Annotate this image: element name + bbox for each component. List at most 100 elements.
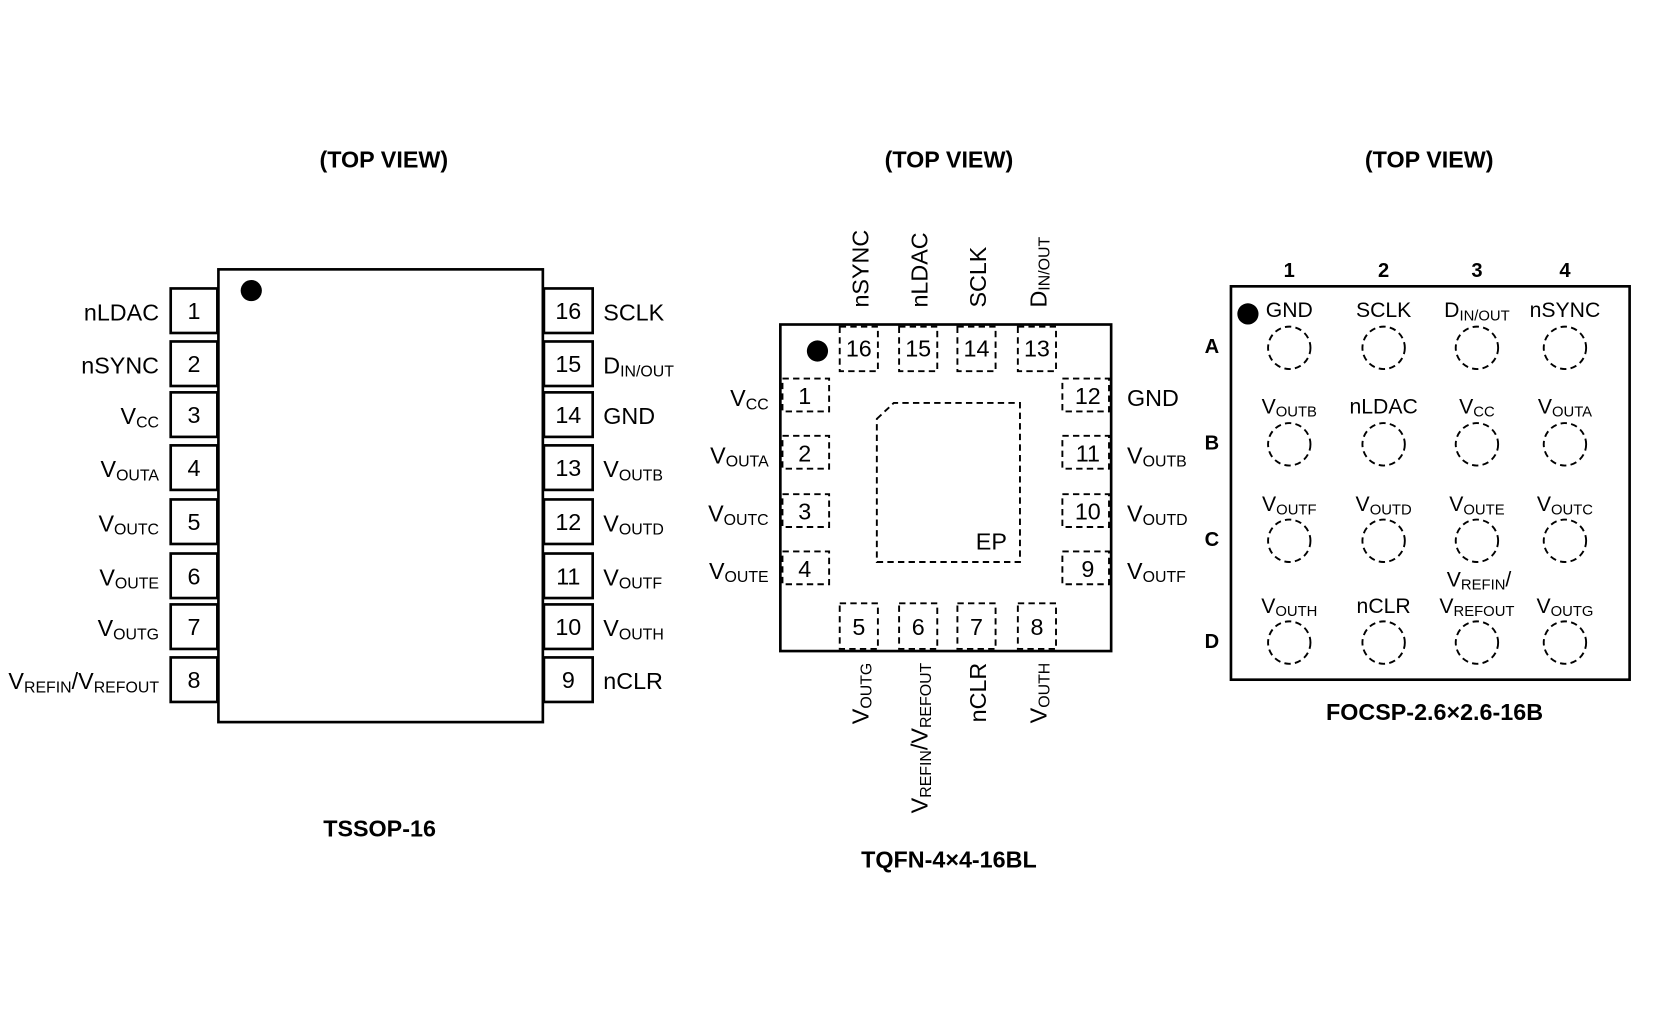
ball-name: nLDAC xyxy=(1349,396,1417,419)
pin-box xyxy=(542,603,595,651)
pad xyxy=(838,325,879,373)
pad xyxy=(1061,493,1110,528)
ball-name: VOUTD xyxy=(1356,493,1412,518)
ball-C4: VOUTC xyxy=(1537,493,1593,563)
pin-name-subscript: OUTG xyxy=(1551,604,1594,620)
tssop-package: (TOP VIEW) 1nLDAC2nSYNC3VCC4VOUTA5VOUTC6… xyxy=(8,147,674,842)
pin-number: 3 xyxy=(188,402,201,428)
pin-number: 7 xyxy=(188,614,201,640)
pin-box xyxy=(542,340,595,388)
pin-name-text: nLDAC xyxy=(907,232,933,307)
ball xyxy=(1454,518,1500,563)
pin-name-subscript: CC xyxy=(746,396,769,413)
pin-number: 3 xyxy=(798,499,811,525)
pad xyxy=(898,325,939,373)
tqfn-package-name: TQFN-4×4-16BL xyxy=(861,846,1037,872)
pin-name-text: V xyxy=(1127,501,1143,527)
tqfn-view-label: (TOP VIEW) xyxy=(885,147,1014,173)
pin-name-subscript: REFOUT xyxy=(94,679,160,696)
pin-name-subscript: OUTF xyxy=(619,576,663,593)
pin-name-text: V xyxy=(709,558,725,584)
ball xyxy=(1361,620,1406,665)
pin-name-text: nSYNC xyxy=(1530,299,1601,322)
pin-number: 15 xyxy=(905,335,931,361)
pin-box xyxy=(169,552,219,600)
ball-A1: GND xyxy=(1266,299,1313,370)
pin-number: 9 xyxy=(562,667,575,693)
pin-name-subscript: OUTE xyxy=(725,569,769,586)
pin-name: VOUTG xyxy=(847,663,875,724)
pin1-dot-icon xyxy=(806,340,829,362)
pin-name-subscript: OUTB xyxy=(1143,454,1187,471)
pin-name: SCLK xyxy=(965,246,991,307)
pad xyxy=(1016,325,1057,373)
exposed-pad xyxy=(875,402,1021,563)
pin-name-subscript: OUTD xyxy=(619,521,664,538)
pin-name: VOUTB xyxy=(603,456,663,484)
pin-name: VOUTC xyxy=(708,501,769,529)
pin-number: 1 xyxy=(798,383,811,409)
pin-box xyxy=(169,498,219,546)
pin-name: DIN/OUT xyxy=(603,352,674,380)
pin-name-text: nSYNC xyxy=(847,230,873,308)
pin-name-text: SCLK xyxy=(1356,299,1411,322)
pin-name-subscript: OUTF xyxy=(1143,569,1187,586)
pad xyxy=(1061,377,1110,413)
ball xyxy=(1267,518,1312,563)
pin-number: 6 xyxy=(188,563,201,589)
pin-name-subscript: OUTG xyxy=(113,626,159,643)
pin-box xyxy=(169,287,219,335)
pin-number: 16 xyxy=(555,298,581,324)
pin-name-text: V xyxy=(603,456,619,482)
ball-name: SCLK xyxy=(1356,299,1411,322)
pin-name-text: nCLR xyxy=(603,668,663,694)
focsp-package-name: FOCSP-2.6×2.6-16B xyxy=(1326,699,1543,725)
pin-name: VOUTD xyxy=(603,510,664,538)
pin-name: VOUTF xyxy=(1127,558,1186,586)
pin-name-subscript: OUTH xyxy=(1275,604,1317,620)
pin-name-text: V xyxy=(121,403,137,429)
column-label: 1 xyxy=(1284,260,1295,282)
pin-number: 12 xyxy=(555,509,581,535)
ball-C2: VOUTD xyxy=(1356,493,1412,563)
pad xyxy=(956,325,997,373)
pin-number: 7 xyxy=(970,614,983,640)
pin-name-text: V xyxy=(1538,396,1553,419)
pin-name-subscript: IN/OUT xyxy=(1037,237,1054,291)
tqfn-pin-15: 15 nLDAC xyxy=(898,232,939,373)
pin-name-text: V xyxy=(907,797,933,813)
pin-name-subscript: OUTB xyxy=(1276,405,1317,421)
ball-name: VOUTA xyxy=(1538,396,1592,421)
ball-name: VOUTG xyxy=(1536,595,1593,620)
pin-name-subscript: REFOUT xyxy=(918,662,935,728)
pin-name-text: V xyxy=(708,501,724,527)
pin-name-text: V xyxy=(1449,493,1464,516)
ball xyxy=(1267,422,1312,467)
ball-name: nSYNC xyxy=(1530,299,1601,322)
pin-box xyxy=(169,444,219,492)
ball-name: VOUTB xyxy=(1262,396,1317,421)
pin-name-subscript: OUTD xyxy=(1370,502,1412,518)
pin-name-text: V xyxy=(1262,493,1277,516)
pin-name: VOUTF xyxy=(603,564,662,592)
pin-box xyxy=(542,444,595,492)
pin-box xyxy=(169,603,219,651)
pin-number: 8 xyxy=(1030,614,1043,640)
ball-name: GND xyxy=(1266,299,1313,322)
pin-name-subscript: OUTC xyxy=(114,521,159,538)
pin-name-subscript: OUTE xyxy=(115,576,159,593)
pin-name-text: V xyxy=(1025,707,1051,723)
tqfn-body xyxy=(779,323,1113,653)
pin-name: nSYNC xyxy=(81,352,159,378)
ball xyxy=(1454,422,1500,467)
pin-name-text: V xyxy=(98,510,114,536)
pin-box xyxy=(169,391,219,439)
pin-name-text: nCLR xyxy=(965,663,991,723)
row-label: C xyxy=(1205,529,1220,551)
